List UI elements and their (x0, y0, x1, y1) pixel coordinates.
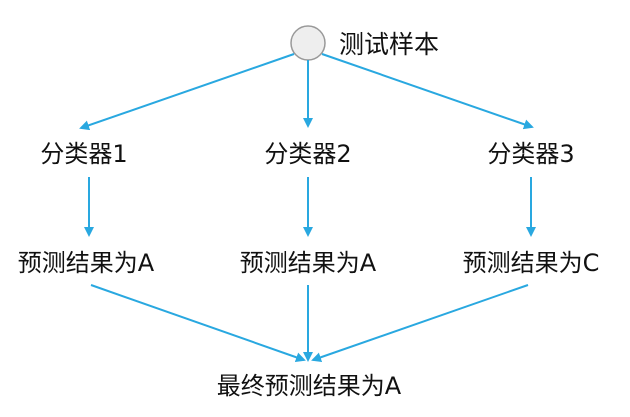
prediction-3-label: 预测结果为C (463, 249, 600, 277)
classifier-3-label: 分类器3 (487, 140, 574, 168)
arrow-prediction-1-to-final (90, 284, 306, 363)
test-sample-node (290, 25, 326, 61)
arrow-prediction-3-to-final (311, 284, 529, 363)
test-sample-label: 测试样本 (339, 30, 439, 59)
classifier-2-label: 分类器2 (264, 140, 351, 168)
classifier-1-label: 分类器1 (40, 140, 127, 168)
arrow-sample-to-classifier-3 (321, 53, 534, 130)
arrow-sample-to-classifier-1 (79, 53, 295, 131)
prediction-1-label: 预测结果为A (18, 249, 155, 277)
final-result-label: 最终预测结果为A (217, 372, 402, 400)
prediction-2-label: 预测结果为A (240, 249, 377, 277)
